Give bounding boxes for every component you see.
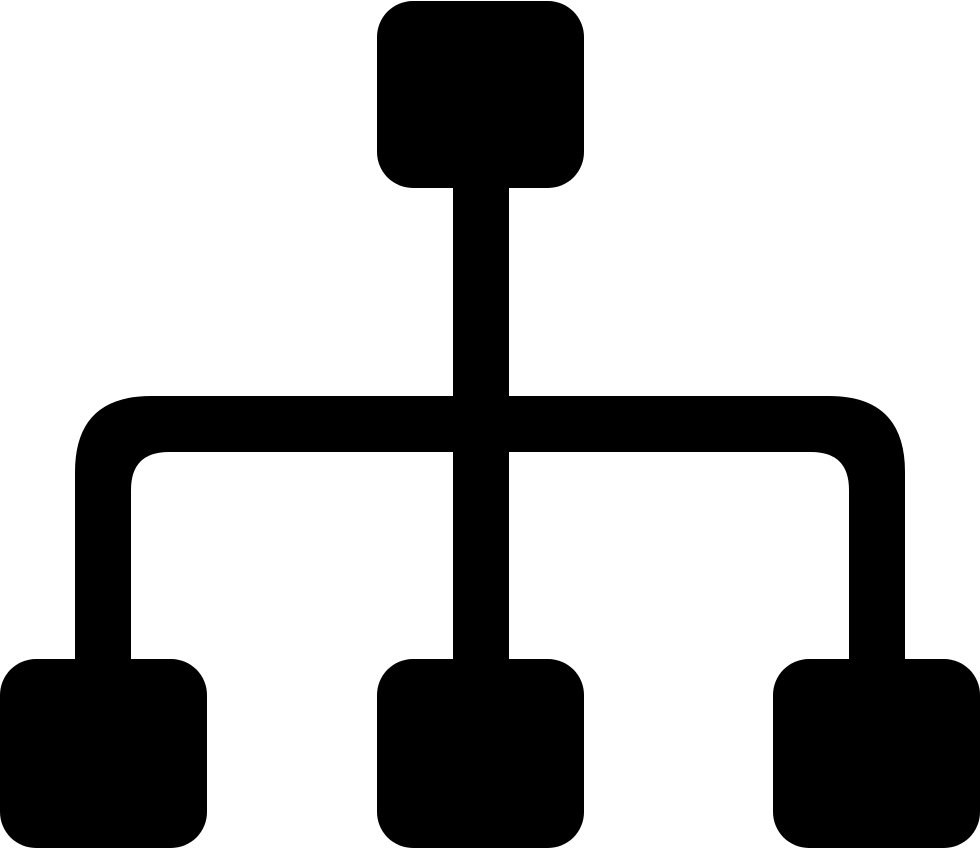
root-node [377,1,584,188]
vertical-stem-top [453,186,509,400]
horizontal-bracket [75,396,905,662]
child-node-center [377,659,584,848]
vertical-stem-middle [453,452,509,662]
child-node-right [773,659,980,848]
child-node-left [0,659,207,848]
